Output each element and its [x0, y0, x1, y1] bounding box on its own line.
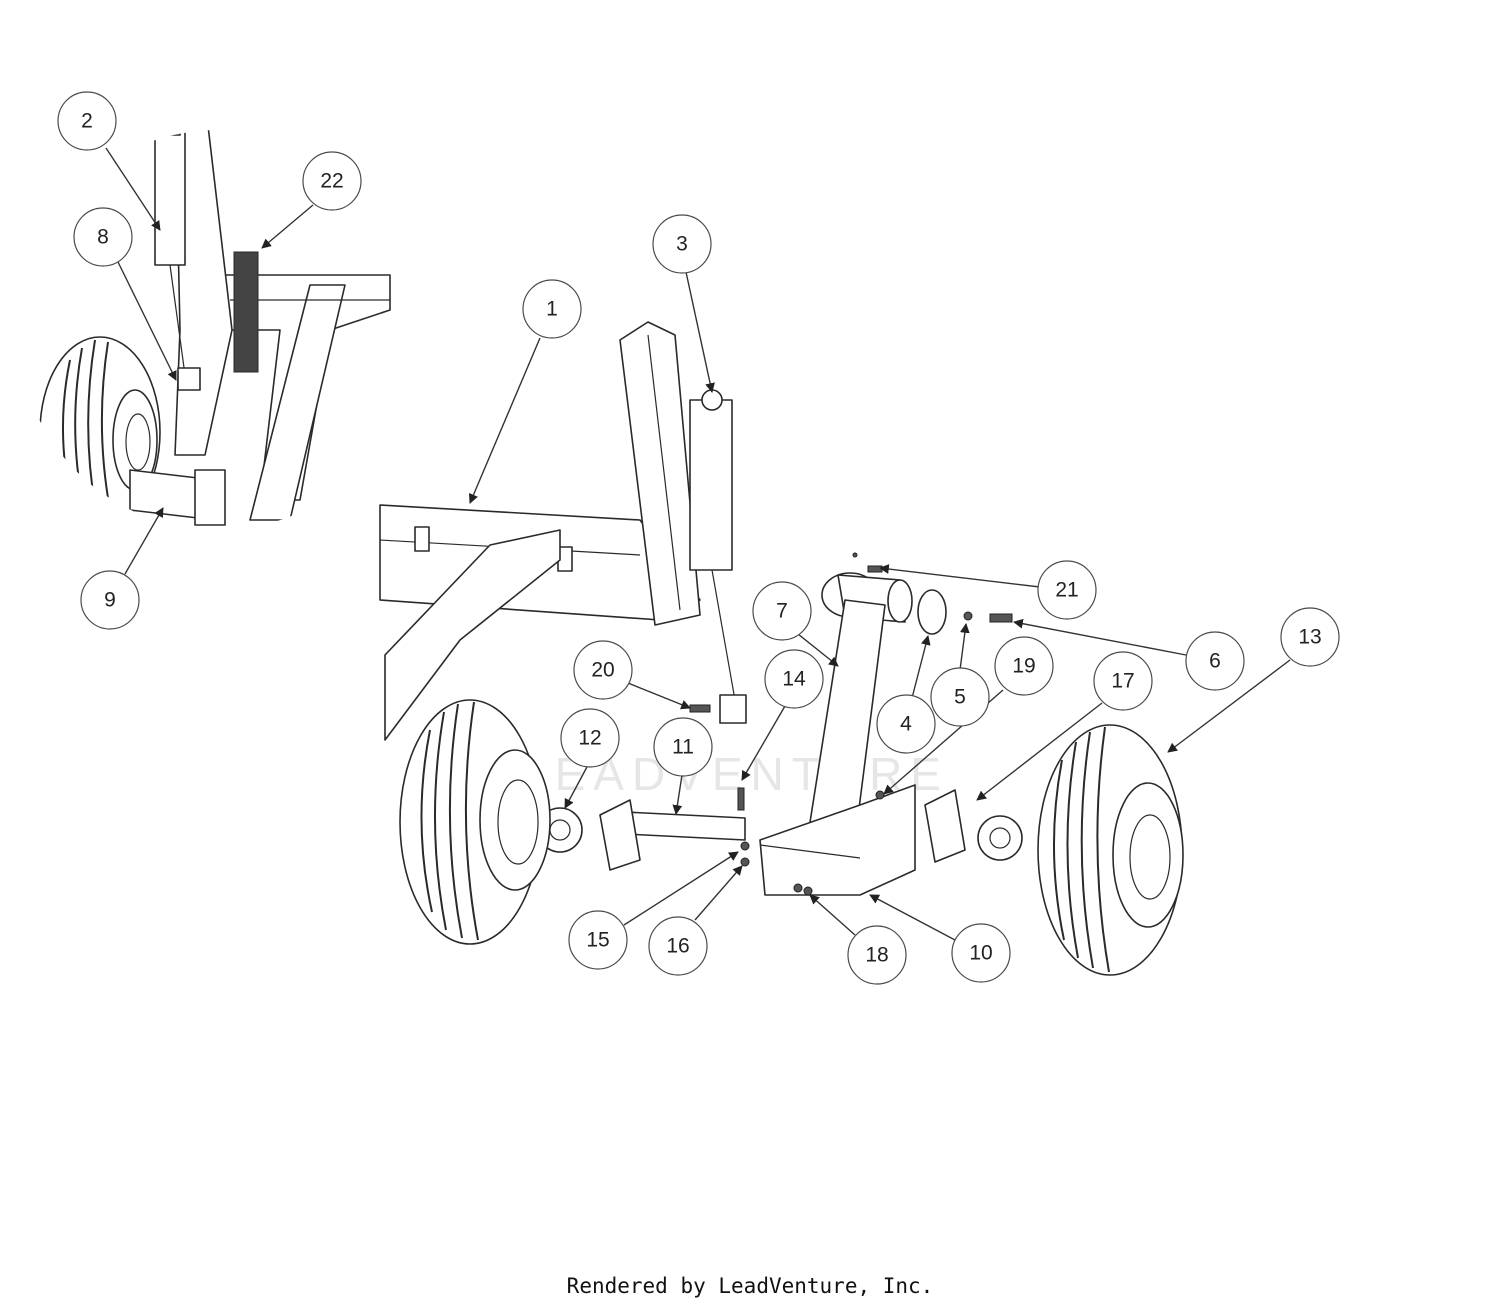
callout-5[interactable]: 5 [930, 667, 990, 727]
callout-20[interactable]: 20 [573, 640, 633, 700]
svg-text:6: 6 [1209, 650, 1221, 673]
svg-text:5: 5 [954, 686, 966, 709]
svg-text:10: 10 [969, 942, 992, 965]
callout-22[interactable]: 22 [302, 151, 362, 211]
svg-text:11: 11 [672, 736, 694, 759]
svg-text:21: 21 [1055, 579, 1078, 602]
callout-21[interactable]: 21 [1037, 560, 1097, 620]
callout-13[interactable]: 13 [1280, 607, 1340, 667]
svg-text:3: 3 [676, 233, 688, 256]
spacer-washer [917, 589, 947, 635]
svg-text:22: 22 [320, 170, 343, 193]
svg-text:4: 4 [900, 713, 912, 736]
callouts: 2 22 8 9 1 3 21 7 6 13 20 14 19 17 5 4 1… [57, 91, 1340, 985]
callout-4[interactable]: 4 [876, 694, 936, 754]
axle-tube [624, 811, 746, 841]
callout-11[interactable]: 11 [653, 717, 713, 777]
inset-detail [39, 130, 391, 528]
footer-credit: Rendered by LeadVenture, Inc. [566, 1274, 934, 1298]
svg-text:12: 12 [578, 727, 601, 750]
callout-16[interactable]: 16 [648, 916, 708, 976]
callout-2[interactable]: 2 [57, 91, 117, 151]
axle-mount [759, 784, 916, 896]
callout-17[interactable]: 17 [1093, 651, 1153, 711]
svg-text:13: 13 [1298, 626, 1321, 649]
main-assembly [379, 321, 1184, 976]
callout-7[interactable]: 7 [752, 581, 812, 641]
callout-3[interactable]: 3 [652, 214, 712, 274]
svg-text:7: 7 [776, 600, 788, 623]
frame-upright [619, 321, 701, 626]
callout-9[interactable]: 9 [80, 570, 140, 630]
hydraulic-cylinder [689, 399, 733, 571]
svg-text:14: 14 [782, 668, 806, 691]
svg-text:9: 9 [104, 589, 116, 612]
callout-19[interactable]: 19 [994, 636, 1054, 696]
hub-right [977, 815, 1023, 861]
svg-text:19: 19 [1012, 655, 1035, 678]
svg-text:2: 2 [81, 110, 93, 133]
svg-text:1: 1 [546, 298, 558, 321]
callout-18[interactable]: 18 [847, 925, 907, 985]
callout-1[interactable]: 1 [522, 279, 582, 339]
svg-text:20: 20 [591, 659, 614, 682]
callout-6[interactable]: 6 [1185, 631, 1245, 691]
callout-15[interactable]: 15 [568, 910, 628, 970]
callout-8[interactable]: 8 [73, 207, 133, 267]
svg-text:8: 8 [97, 226, 109, 249]
callout-10[interactable]: 10 [951, 923, 1011, 983]
decal-bar [233, 251, 259, 373]
callout-14[interactable]: 14 [764, 649, 824, 709]
svg-text:16: 16 [666, 935, 689, 958]
svg-text:15: 15 [586, 929, 609, 952]
svg-text:17: 17 [1111, 670, 1134, 693]
callout-12[interactable]: 12 [560, 708, 620, 768]
svg-text:18: 18 [865, 944, 888, 967]
